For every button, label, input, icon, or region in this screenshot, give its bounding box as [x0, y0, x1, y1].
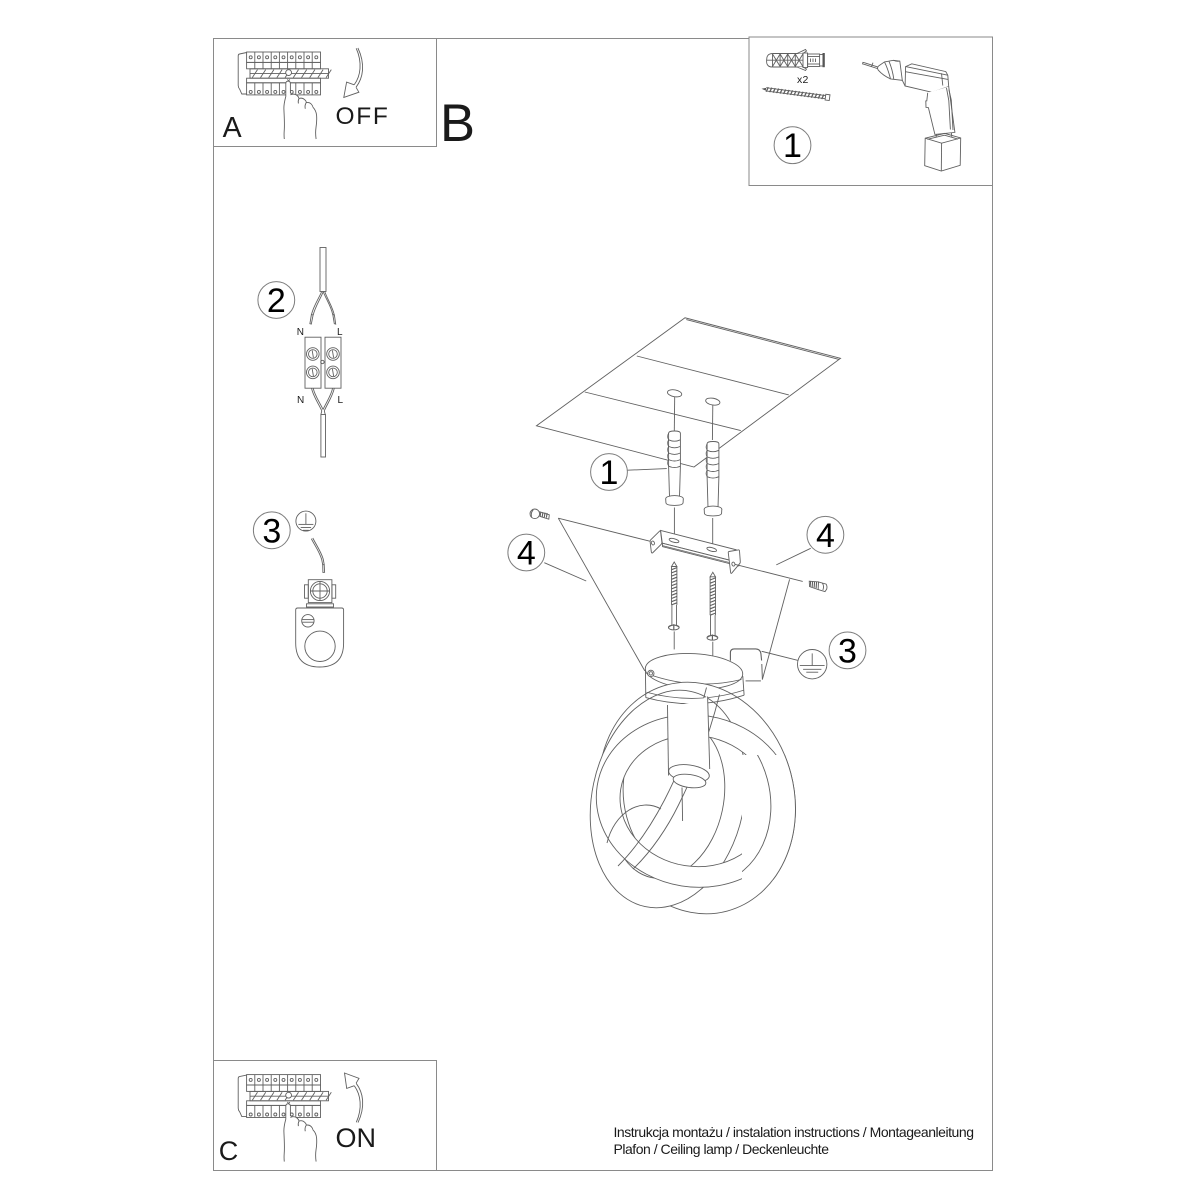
- svg-text:Instrukcja montażu / instalati: Instrukcja montażu / instalation instruc…: [614, 1124, 975, 1140]
- svg-text:ON: ON: [336, 1123, 377, 1153]
- svg-text:N: N: [297, 395, 304, 406]
- svg-text:1: 1: [783, 127, 802, 165]
- svg-text:A: A: [223, 112, 242, 144]
- svg-text:N: N: [297, 327, 304, 338]
- svg-text:OFF: OFF: [336, 103, 390, 130]
- svg-text:Plafon / Ceiling lamp / Decken: Plafon / Ceiling lamp / Deckenleuchte: [614, 1141, 830, 1157]
- svg-text:B: B: [440, 94, 475, 153]
- svg-text:4: 4: [517, 535, 536, 573]
- svg-text:3: 3: [838, 632, 857, 670]
- svg-text:4: 4: [816, 517, 835, 555]
- svg-text:2: 2: [267, 282, 286, 320]
- svg-text:L: L: [338, 395, 344, 406]
- svg-text:1: 1: [600, 454, 619, 492]
- svg-text:L: L: [337, 327, 343, 338]
- svg-text:C: C: [219, 1136, 239, 1166]
- svg-text:x2: x2: [797, 74, 809, 86]
- svg-text:3: 3: [262, 512, 281, 550]
